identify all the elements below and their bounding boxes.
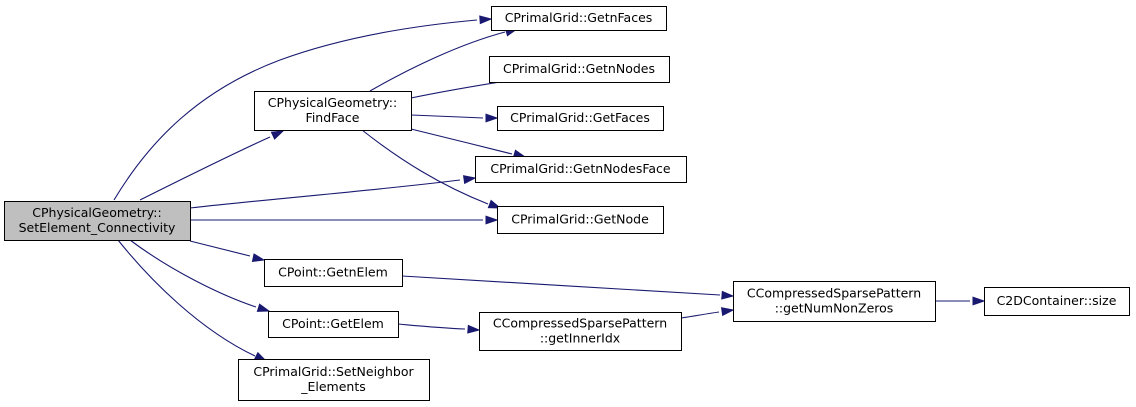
- edge-root-to-findface: [139, 130, 285, 201]
- edge-line: [401, 275, 721, 296]
- node-label: CPrimalGrid::GetnNodes: [503, 61, 655, 76]
- arrowhead-icon: [462, 175, 477, 185]
- edge-line: [113, 19, 478, 201]
- edge-line: [129, 239, 257, 308]
- node-setneighbor[interactable]: CPrimalGrid::SetNeighbor_Elements: [238, 359, 430, 401]
- edge-root-to-getnelem: [189, 240, 266, 262]
- node-box[interactable]: [733, 281, 936, 322]
- edge-line: [410, 128, 513, 155]
- edge-line: [117, 239, 256, 357]
- edge-line: [369, 31, 506, 92]
- arrowhead-icon: [251, 253, 266, 262]
- arrowhead-icon: [467, 324, 481, 334]
- node-label: _Elements: [300, 379, 366, 394]
- node-box[interactable]: [238, 359, 430, 401]
- node-getnelem[interactable]: CPoint::GetnElem: [264, 259, 403, 287]
- node-label: C2DContainer::size: [997, 293, 1117, 308]
- node-label: CCompressedSparsePattern: [747, 286, 921, 301]
- node-box[interactable]: [254, 91, 412, 131]
- node-size[interactable]: C2DContainer::size: [984, 287, 1130, 316]
- node-box[interactable]: [497, 206, 664, 234]
- edge-getelem-to-getinneridx: [397, 323, 481, 334]
- arrowhead-icon: [721, 290, 735, 300]
- node-label: CPoint::GetnElem: [278, 265, 388, 280]
- node-getfaces[interactable]: CPrimalGrid::GetFaces: [497, 106, 664, 131]
- edge-line: [361, 129, 489, 205]
- node-findface[interactable]: CPhysicalGeometry::FindFace: [254, 91, 412, 131]
- edge-root-to-getelem: [129, 239, 271, 312]
- node-box[interactable]: [984, 287, 1130, 316]
- node-label: ::getInnerIdx: [540, 331, 620, 346]
- node-getnnodesface[interactable]: CPrimalGrid::GetnNodesFace: [475, 156, 687, 183]
- edge-line: [139, 136, 271, 201]
- node-getnode[interactable]: CPrimalGrid::GetNode: [497, 206, 664, 234]
- edge-findface-to-getfaces: [410, 113, 499, 123]
- edge-getinneridx-to-getnumnonzeros: [680, 307, 735, 319]
- node-box[interactable]: [479, 312, 682, 351]
- node-label: ::getNumNonZeros: [775, 301, 894, 316]
- node-getnumnonzeros[interactable]: CCompressedSparsePattern::getNumNonZeros: [733, 281, 936, 322]
- node-box[interactable]: [489, 56, 670, 83]
- arrowhead-icon: [485, 113, 499, 123]
- arrowhead-icon: [485, 215, 499, 225]
- node-root[interactable]: CPhysicalGeometry::SetElement_Connectivi…: [4, 201, 191, 241]
- node-box[interactable]: [4, 201, 191, 241]
- node-label: CPrimalGrid::GetnFaces: [505, 10, 653, 25]
- node-label: CPhysicalGeometry::: [268, 95, 397, 110]
- edge-root-to-getnfaces: [113, 15, 493, 201]
- edge-findface-to-getnnodesface: [410, 128, 527, 159]
- node-label: CPoint::GetElem: [282, 316, 384, 331]
- arrowhead-icon: [270, 130, 285, 140]
- node-box[interactable]: [268, 311, 399, 338]
- arrowhead-icon: [972, 296, 986, 306]
- node-box[interactable]: [264, 259, 403, 287]
- node-box[interactable]: [475, 156, 687, 183]
- node-getnfaces[interactable]: CPrimalGrid::GetnFaces: [491, 6, 667, 31]
- node-label: FindFace: [306, 110, 360, 125]
- node-label: CCompressedSparsePattern: [493, 316, 667, 331]
- node-label: CPrimalGrid::GetnNodesFace: [490, 161, 671, 176]
- node-label: CPrimalGrid::GetFaces: [510, 110, 650, 125]
- node-label: SetElement_Connectivity: [19, 220, 176, 235]
- edge-line: [397, 323, 466, 330]
- edge-line: [189, 179, 461, 209]
- node-label: CPrimalGrid::GetNode: [511, 212, 649, 227]
- arrowhead-icon: [720, 307, 735, 317]
- node-getnnodes[interactable]: CPrimalGrid::GetnNodes: [489, 56, 670, 83]
- edge-line: [680, 311, 720, 319]
- node-label: CPhysicalGeometry::: [32, 205, 161, 220]
- arrowhead-icon: [256, 303, 271, 312]
- edge-getnelem-to-getnumnonzeros: [401, 275, 735, 300]
- edge-line: [189, 240, 251, 257]
- edge-line: [410, 114, 484, 119]
- node-box[interactable]: [497, 106, 664, 131]
- edge-root-to-getnode: [190, 215, 499, 225]
- node-getelem[interactable]: CPoint::GetElem: [268, 311, 399, 338]
- node-getinneridx[interactable]: CCompressedSparsePattern::getInnerIdx: [479, 312, 682, 351]
- edge-root-to-getnnodesface: [189, 175, 477, 209]
- arrowhead-icon: [479, 15, 493, 25]
- edge-getnumnonzeros-to-size: [934, 296, 986, 306]
- node-label: CPrimalGrid::SetNeighbor: [253, 364, 414, 379]
- call-nodes: CPhysicalGeometry::SetElement_Connectivi…: [4, 6, 1130, 401]
- edge-root-to-setneighbor: [117, 239, 268, 362]
- node-box[interactable]: [491, 6, 667, 31]
